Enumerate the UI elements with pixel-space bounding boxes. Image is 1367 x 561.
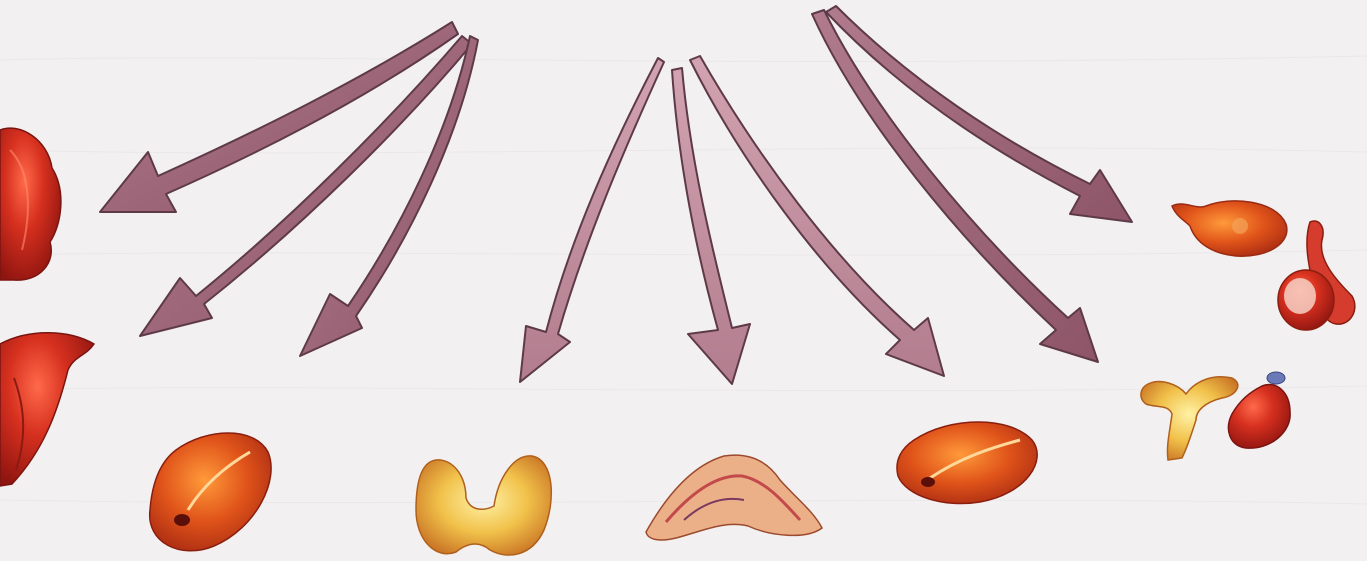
endocrine-diagram [0,0,1367,561]
